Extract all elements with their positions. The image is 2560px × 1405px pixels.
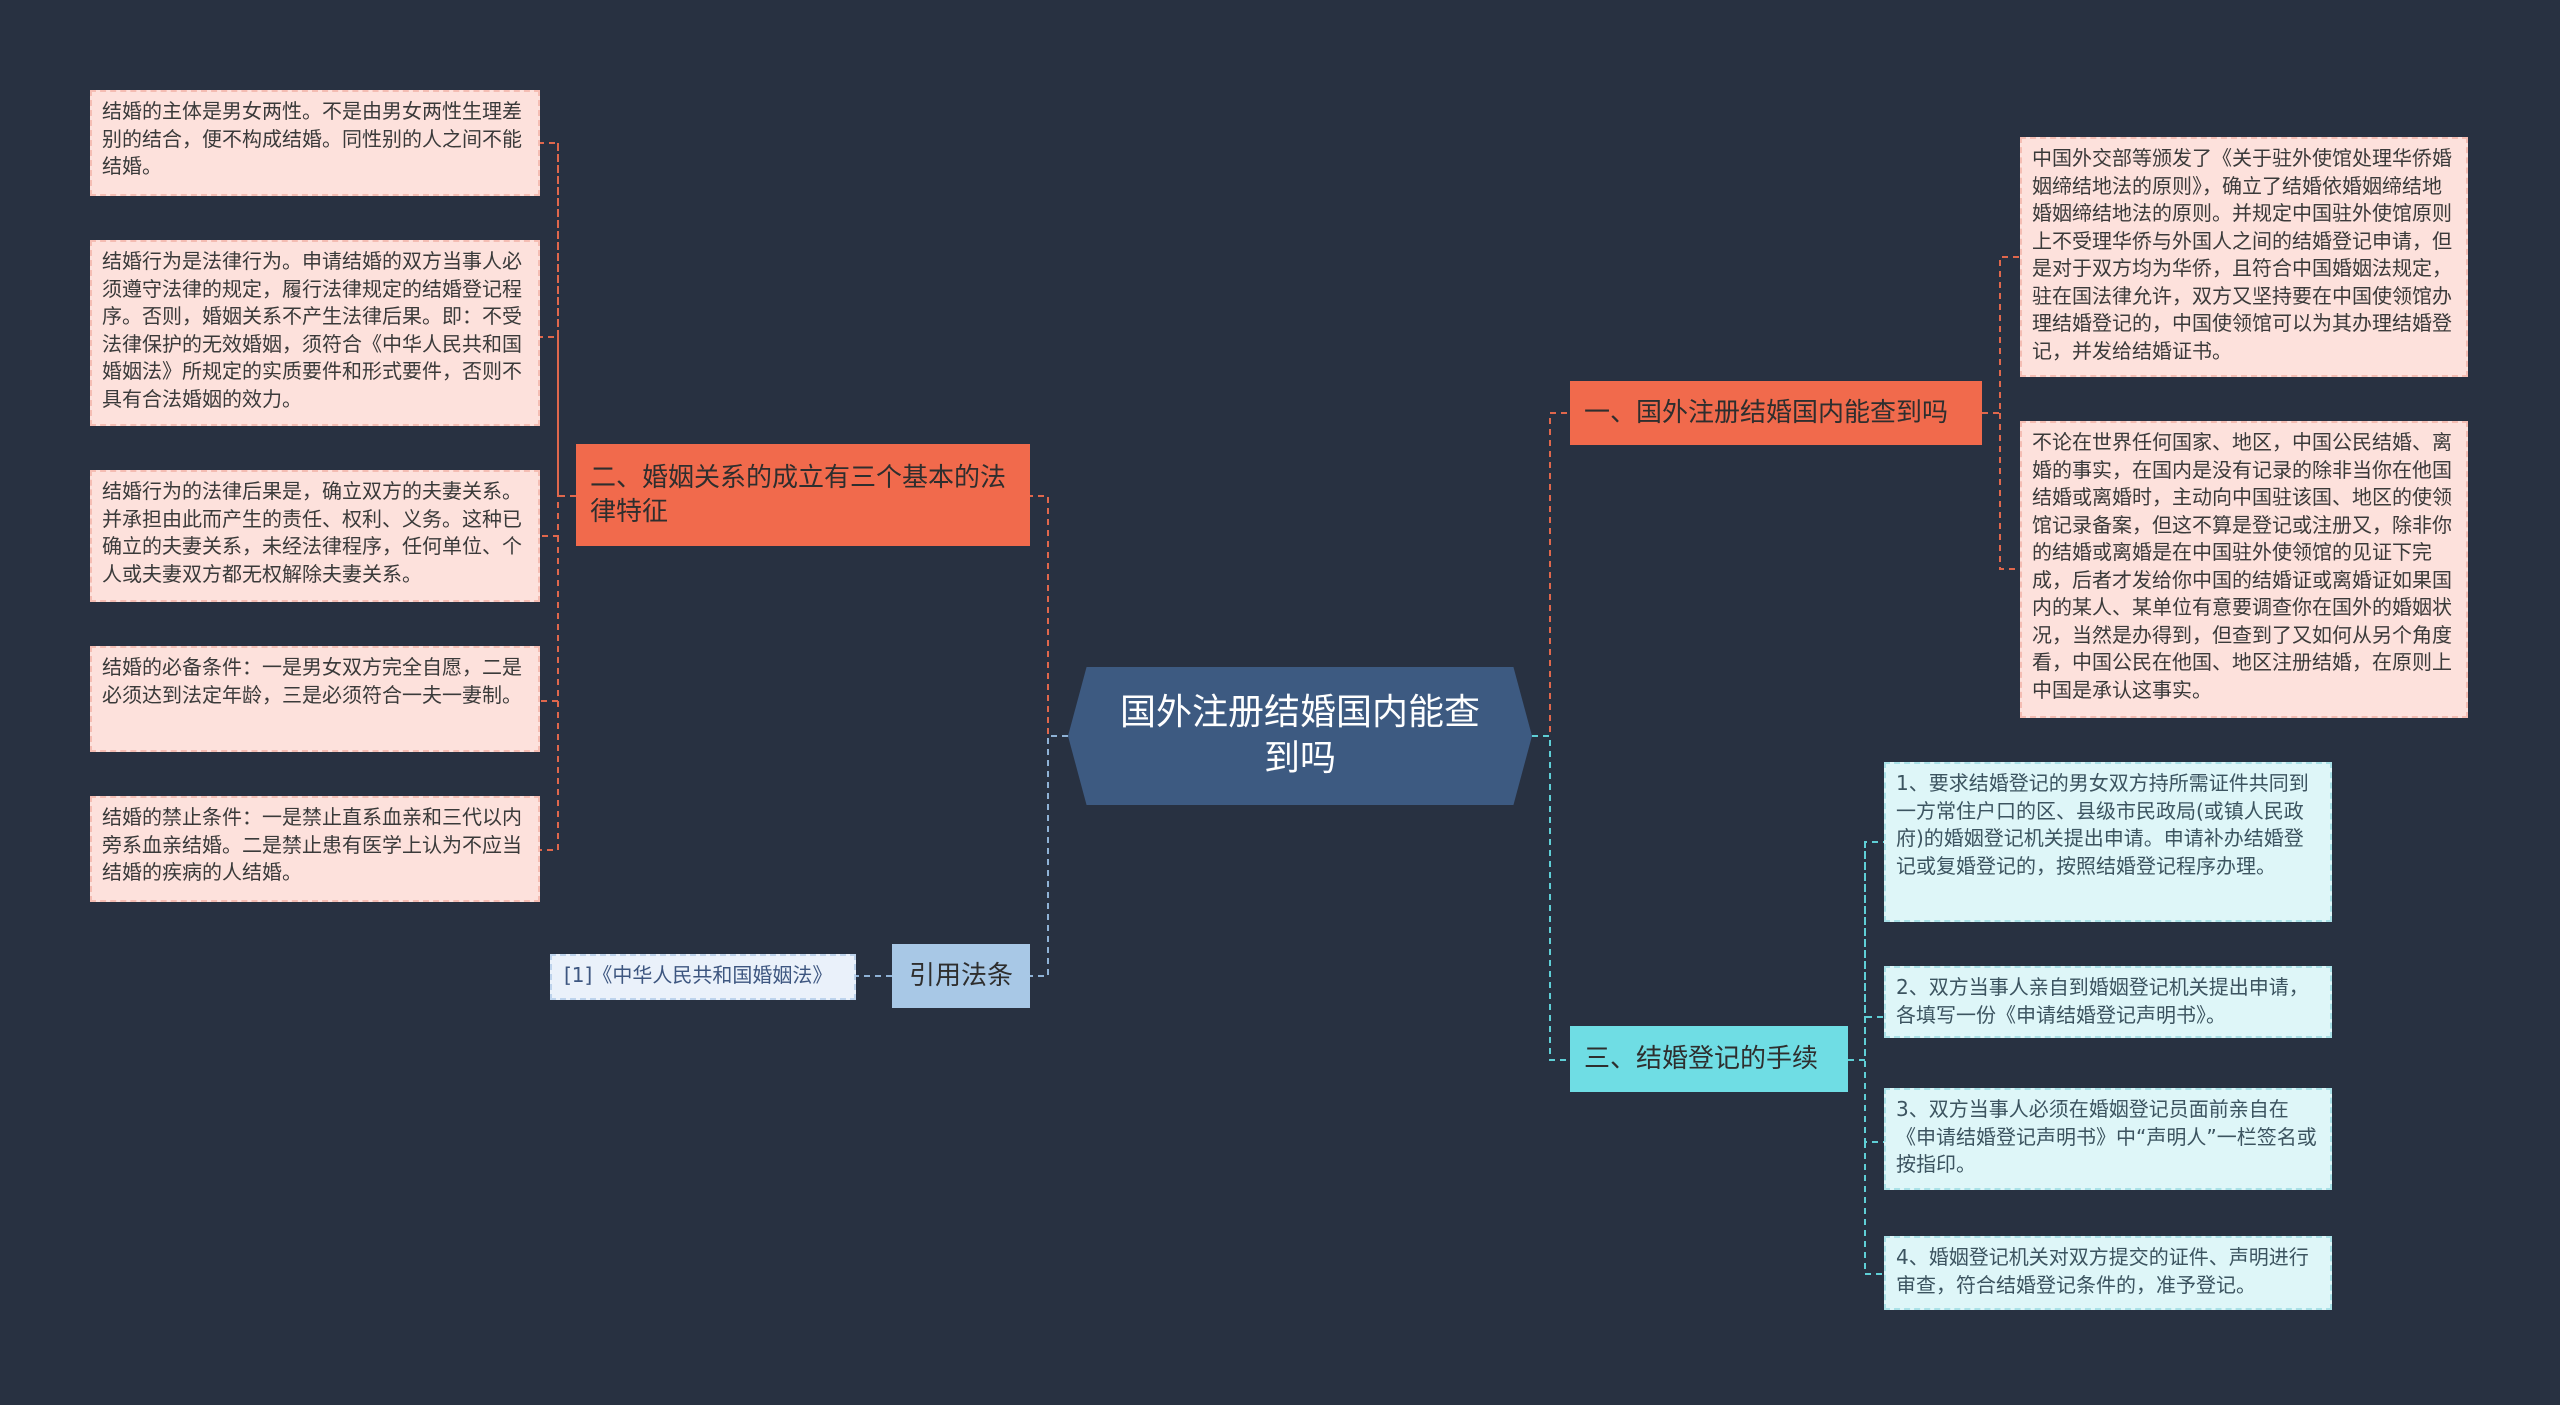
leaf-b4-1[interactable]: [1]《中华人民共和国婚姻法》 xyxy=(550,954,856,1000)
branch-1-label: 一、国外注册结婚国内能查到吗 xyxy=(1584,398,1949,428)
branch-2[interactable]: 二、婚姻关系的成立有三个基本的法律特征 xyxy=(576,444,1030,546)
branch-4-label: 引用法条 xyxy=(908,961,1013,991)
leaf-b2-5[interactable]: 结婚的禁止条件：一是禁止直系血亲和三代以内旁系血亲结婚。二是禁止患有医学上认为不… xyxy=(90,796,540,902)
leaf-b3-3-text: 3、双方当事人必须在婚姻登记员面前亲自在《申请结婚登记声明书》中“声明人”一栏签… xyxy=(1896,1097,2317,1176)
link-root-b2 xyxy=(1030,495,1068,737)
link-b2-leaves xyxy=(540,142,576,851)
leaf-b1-2[interactable]: 不论在世界任何国家、地区，中国公民结婚、离婚的事实，在国内是没有记录的除非当你在… xyxy=(2020,421,2468,718)
branch-3-label: 三、结婚登记的手续 xyxy=(1584,1044,1819,1074)
leaf-b2-2[interactable]: 结婚行为是法律行为。申请结婚的双方当事人必须遵守法律的规定，履行法律规定的结婚登… xyxy=(90,240,540,426)
link-b1-leaves xyxy=(1982,256,2020,570)
leaf-b2-5-text: 结婚的禁止条件：一是禁止直系血亲和三代以内旁系血亲结婚。二是禁止患有医学上认为不… xyxy=(102,805,522,884)
leaf-b2-1-text: 结婚的主体是男女两性。不是由男女两性生理差别的结合，便不构成结婚。同性别的人之间… xyxy=(102,99,522,178)
leaf-b3-3[interactable]: 3、双方当事人必须在婚姻登记员面前亲自在《申请结婚登记声明书》中“声明人”一栏签… xyxy=(1884,1088,2332,1190)
leaf-b2-1[interactable]: 结婚的主体是男女两性。不是由男女两性生理差别的结合，便不构成结婚。同性别的人之间… xyxy=(90,90,540,196)
leaf-b1-1-text: 中国外交部等颁发了《关于驻外使馆处理华侨婚姻缔结地法的原则》，确立了结婚依婚姻缔… xyxy=(2032,146,2452,363)
leaf-b3-2-text: 2、双方当事人亲自到婚姻登记机关提出申请，各填写一份《申请结婚登记声明书》。 xyxy=(1896,975,2309,1027)
branch-4[interactable]: 引用法条 xyxy=(892,944,1030,1008)
leaf-b3-1[interactable]: 1、要求结婚登记的男女双方持所需证件共同到一方常住户口的区、县级市民政局(或镇人… xyxy=(1884,762,2332,922)
leaf-b1-2-text: 不论在世界任何国家、地区，中国公民结婚、离婚的事实，在国内是没有记录的除非当你在… xyxy=(2032,430,2452,702)
link-root-b1 xyxy=(1532,412,1570,737)
branch-1[interactable]: 一、国外注册结婚国内能查到吗 xyxy=(1570,381,1982,445)
link-root-b4 xyxy=(1030,735,1068,977)
leaf-b2-3[interactable]: 结婚行为的法律后果是，确立双方的夫妻关系。并承担由此而产生的责任、权利、义务。这… xyxy=(90,470,540,602)
leaf-b2-4-text: 结婚的必备条件：一是男女双方完全自愿，二是必须达到法定年龄，三是必须符合一夫一妻… xyxy=(102,655,522,707)
leaf-b3-4[interactable]: 4、婚姻登记机关对双方提交的证件、声明进行审查，符合结婚登记条件的，准予登记。 xyxy=(1884,1236,2332,1310)
branch-3[interactable]: 三、结婚登记的手续 xyxy=(1570,1026,1848,1092)
link-root-b3 xyxy=(1532,735,1570,1061)
leaf-b4-1-text: [1]《中华人民共和国婚姻法》 xyxy=(564,963,833,987)
leaf-b3-1-text: 1、要求结婚登记的男女双方持所需证件共同到一方常住户口的区、县级市民政局(或镇人… xyxy=(1896,771,2309,878)
leaf-b2-2-text: 结婚行为是法律行为。申请结婚的双方当事人必须遵守法律的规定，履行法律规定的结婚登… xyxy=(102,249,522,411)
link-b3-leaves xyxy=(1848,841,1884,1275)
root-topic[interactable]: 国外注册结婚国内能查到吗 xyxy=(1068,667,1532,805)
leaf-b3-2[interactable]: 2、双方当事人亲自到婚姻登记机关提出申请，各填写一份《申请结婚登记声明书》。 xyxy=(1884,966,2332,1038)
root-topic-label: 国外注册结婚国内能查到吗 xyxy=(1119,692,1480,779)
leaf-b1-1[interactable]: 中国外交部等颁发了《关于驻外使馆处理华侨婚姻缔结地法的原则》，确立了结婚依婚姻缔… xyxy=(2020,137,2468,377)
leaf-b3-4-text: 4、婚姻登记机关对双方提交的证件、声明进行审查，符合结婚登记条件的，准予登记。 xyxy=(1896,1245,2309,1297)
branch-2-label: 二、婚姻关系的成立有三个基本的法律特征 xyxy=(590,463,1007,527)
leaf-b2-4[interactable]: 结婚的必备条件：一是男女双方完全自愿，二是必须达到法定年龄，三是必须符合一夫一妻… xyxy=(90,646,540,752)
leaf-b2-3-text: 结婚行为的法律后果是，确立双方的夫妻关系。并承担由此而产生的责任、权利、义务。这… xyxy=(102,479,522,586)
